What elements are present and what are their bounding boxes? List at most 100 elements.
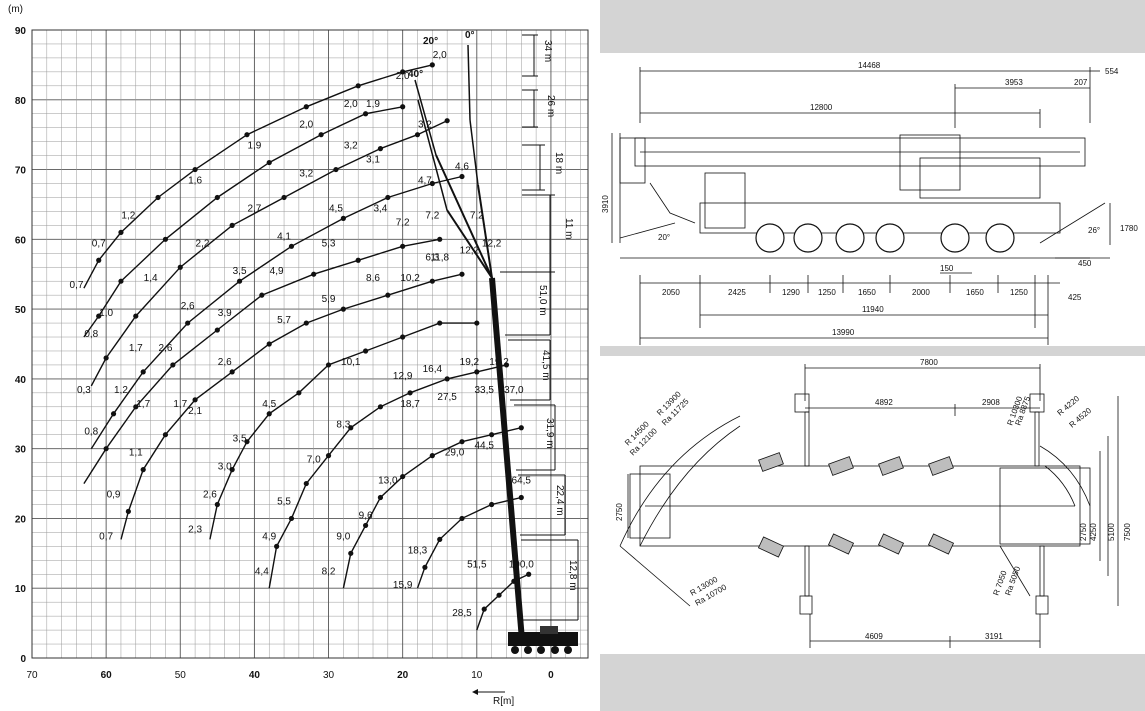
boom-sketch [414, 44, 525, 641]
load-value-label: 0,7 [99, 531, 113, 542]
load-value-label: 37,0 [504, 385, 524, 396]
load-value-label: 0,7 [92, 238, 106, 249]
load-value-label: 4,4 [255, 566, 269, 577]
y-tick: 80 [15, 96, 27, 107]
dim-1250: 1250 [818, 288, 836, 297]
load-point [170, 362, 176, 368]
dim-1290: 1290 [782, 288, 800, 297]
load-value-label: 7,0 [307, 455, 321, 466]
load-value-label: 4,7 [418, 176, 432, 187]
load-point [481, 606, 487, 612]
load-point [459, 515, 465, 522]
y-tick: 0 [20, 654, 26, 665]
load-point [400, 243, 406, 249]
x-tick: 70 [26, 670, 38, 681]
load-point [489, 432, 495, 438]
load-value-label: 3,9 [218, 308, 232, 319]
load-point [422, 564, 428, 570]
dim-207: 207 [1074, 78, 1088, 87]
load-value-label: 0,7 [70, 280, 84, 291]
dim-13990: 13990 [832, 328, 855, 337]
x-tick: 20 [397, 670, 409, 681]
x-axis-label-group: R[m] [472, 689, 514, 707]
load-value-label: 3,5 [233, 434, 247, 445]
load-value-label: 1,1 [129, 448, 143, 459]
load-value-label: 4,9 [262, 531, 276, 542]
load-point [229, 222, 235, 228]
load-point [363, 111, 369, 117]
load-point [266, 341, 272, 347]
load-value-label: 12,2 [482, 238, 502, 249]
load-point [518, 494, 524, 501]
load-point [444, 118, 450, 124]
side-view-panel: 14468 554 207 3953 12800 3910 1780 20° 2… [600, 53, 1145, 346]
load-point [429, 62, 435, 68]
top-view-panel: 7800 4892 2908 R 13900 Ra 11725 R 14500 … [600, 356, 1145, 654]
load-point [503, 362, 510, 368]
load-point [214, 194, 220, 201]
load-point [162, 236, 169, 242]
load-point [125, 508, 131, 515]
load-value-label: 2,0 [433, 50, 447, 61]
dim-2050: 2050 [662, 288, 680, 297]
load-point [459, 173, 465, 180]
load-value-label: 1,0 [99, 308, 113, 319]
load-value-label: 7,2 [425, 210, 439, 221]
load-value-label: 18,3 [408, 545, 428, 556]
load-value-label: 1,7 [173, 399, 187, 410]
load-point [377, 404, 384, 410]
dim-3953: 3953 [1005, 78, 1023, 87]
load-point [429, 453, 435, 459]
load-point [311, 271, 317, 277]
angle-front: 20° [658, 233, 670, 242]
dim-7500: 7500 [1123, 523, 1132, 541]
load-curve-line [83, 238, 440, 484]
load-value-label: 4,1 [277, 231, 291, 242]
load-point [437, 320, 443, 326]
y-tick: 70 [15, 166, 27, 177]
load-point [259, 292, 265, 298]
x-axis-label: R[m] [493, 696, 514, 707]
load-value-label: 7,2 [396, 217, 410, 228]
load-value-label: 1,9 [247, 141, 261, 152]
boom-length-22: 22,4 m [554, 485, 565, 516]
load-point [133, 313, 139, 319]
y-tick: 50 [15, 305, 27, 316]
load-value-label: 4,5 [262, 399, 276, 410]
load-value-label: 33,5 [474, 385, 494, 396]
load-curve-line [416, 496, 522, 589]
load-point [214, 501, 220, 508]
load-value-label: 3,5 [233, 266, 247, 277]
jib-length-brackets [522, 34, 555, 273]
load-point [303, 480, 309, 487]
load-point [281, 194, 287, 201]
y-tick: 60 [15, 235, 27, 246]
load-point [518, 425, 524, 431]
load-point [459, 271, 465, 277]
load-point [333, 166, 339, 173]
load-value-label: 4,6 [455, 162, 469, 173]
load-point [192, 166, 198, 173]
load-point [489, 501, 495, 508]
load-point [110, 411, 117, 417]
load-point [496, 592, 502, 598]
dim-1780: 1780 [1120, 224, 1138, 233]
load-value-label: 0,9 [107, 490, 121, 501]
radius-ra-5050: Ra 5050 [1003, 565, 1022, 597]
load-point [229, 467, 235, 473]
load-value-label: 4,9 [270, 266, 284, 277]
load-value-label: 2,2 [196, 238, 210, 249]
load-value-label: 2,1 [188, 406, 202, 417]
load-value-label: 3,0 [218, 462, 232, 473]
load-value-label: 5,9 [322, 294, 336, 305]
load-point [140, 467, 146, 473]
load-point [185, 320, 191, 326]
load-point [429, 278, 435, 284]
load-point [355, 83, 361, 89]
load-point [400, 334, 406, 340]
dim-150: 150 [940, 264, 954, 273]
x-tick: 30 [323, 670, 335, 681]
load-point [407, 390, 413, 396]
dim-7800: 7800 [920, 358, 938, 367]
